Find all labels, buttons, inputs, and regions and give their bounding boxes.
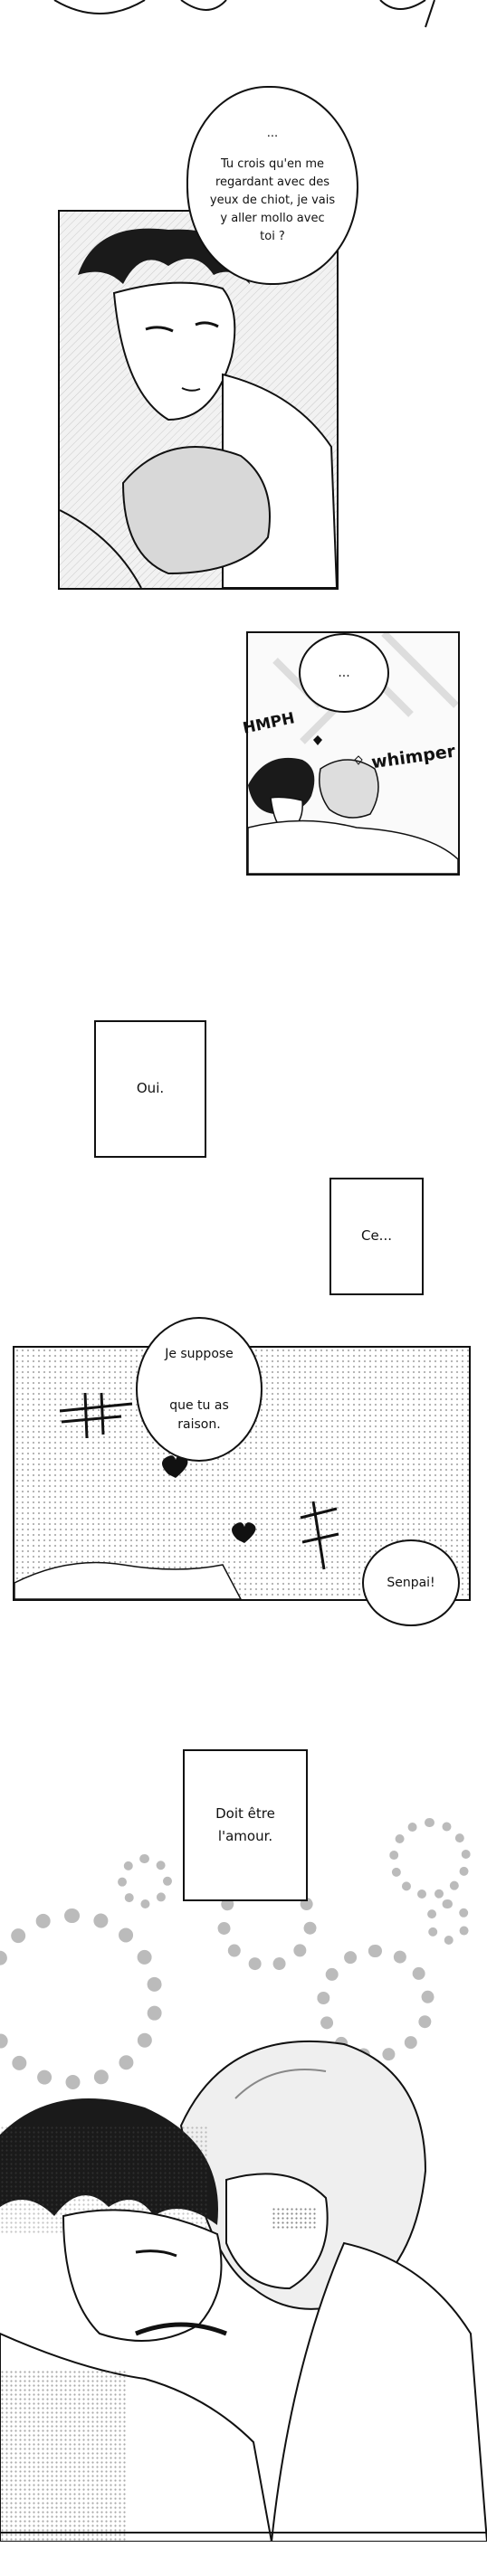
caption-amour-text: Doit être l'amour.	[215, 1804, 275, 1845]
bubble-3-line-2: que tu as raison.	[169, 1397, 229, 1432]
caption-ce-text: Ce...	[360, 1227, 392, 1245]
halftone-ring	[425, 1899, 471, 1945]
halftone-ring	[389, 1818, 471, 1899]
speech-bubble-3: Je suppose que tu as raison.	[136, 1317, 263, 1462]
final-kiss-illustration	[0, 1990, 487, 2542]
speech-bubble-4: Senpai!	[362, 1539, 460, 1626]
bubble-3-line-1: Je suppose	[165, 1346, 234, 1361]
speech-bubble-1: ... Tu crois qu'en me regardant avec des…	[186, 86, 358, 285]
top-panel-fragment	[0, 0, 487, 36]
speech-bubble-2: ...	[299, 633, 389, 713]
halftone-ring	[118, 1854, 172, 1908]
bubble-4-text: Senpai!	[387, 1575, 435, 1590]
caption-ce: Ce...	[329, 1178, 424, 1295]
top-panel-art	[53, 0, 435, 28]
bubble-1-text: Tu crois qu'en me regardant avec des yeu…	[209, 156, 336, 244]
final-kiss-art	[0, 2041, 487, 2542]
caption-oui-text: Oui.	[136, 1080, 165, 1097]
bubble-2-ellipsis: ...	[338, 665, 350, 680]
caption-amour: Doit être l'amour.	[183, 1749, 308, 1901]
caption-oui: Oui.	[94, 1020, 206, 1158]
bubble-1-ellipsis: ...	[266, 126, 279, 140]
